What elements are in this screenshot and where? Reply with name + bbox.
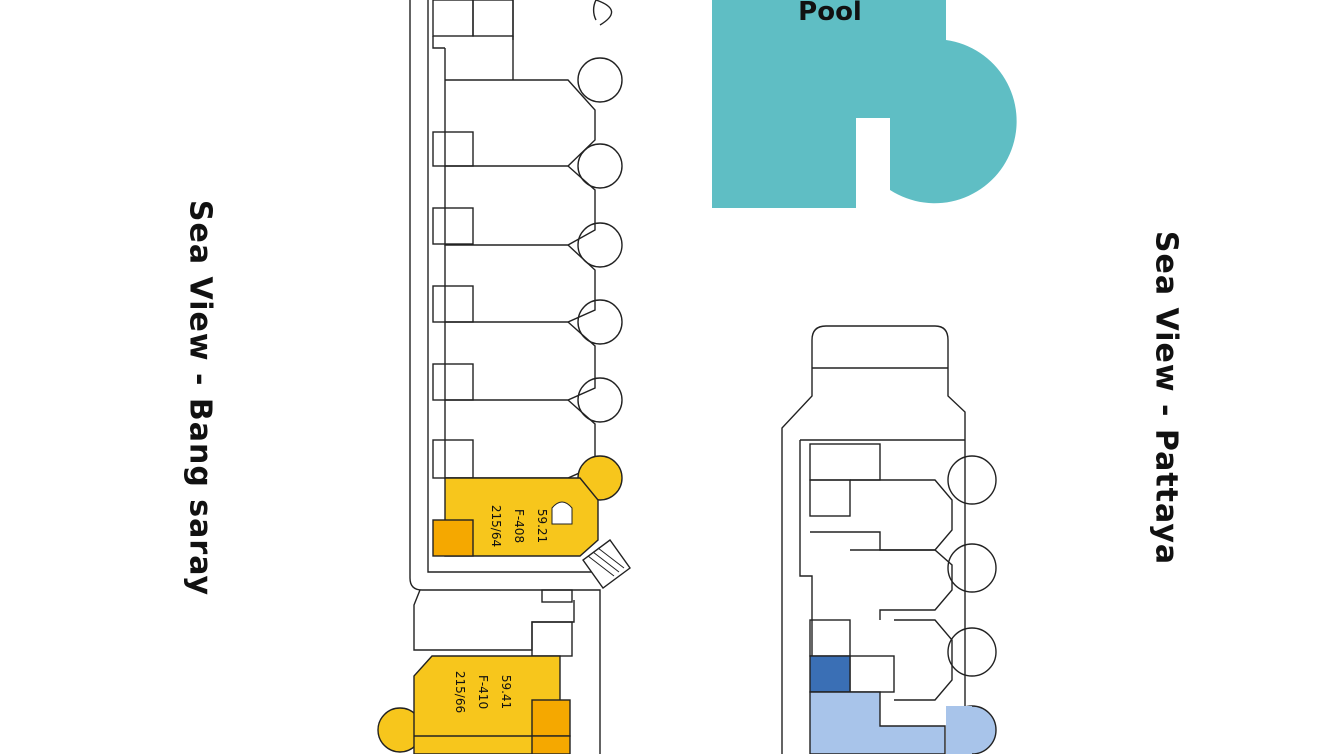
right-building-outline xyxy=(781,325,966,754)
room-cell xyxy=(849,655,895,693)
right-unit-highlight xyxy=(809,655,997,754)
room-cell xyxy=(809,619,851,657)
room-cell xyxy=(531,621,573,657)
balcony xyxy=(947,627,997,677)
room-cell xyxy=(432,439,474,479)
unit-f410-room[interactable] xyxy=(531,699,571,737)
sea-view-pattaya-label: Sea View - Pattaya xyxy=(1148,230,1184,566)
stair-icon xyxy=(582,539,631,589)
left-building-inner-wall xyxy=(427,0,596,573)
unit-outline xyxy=(444,244,596,323)
balcony xyxy=(577,377,623,423)
sea-view-bang-saray-label: Sea View - Bang saray xyxy=(182,199,218,597)
unit-outline xyxy=(850,479,953,551)
unit-outline xyxy=(444,48,596,167)
unit-f410-body[interactable] xyxy=(413,655,561,754)
room-cell xyxy=(541,589,573,603)
room-cell xyxy=(432,285,474,323)
balcony xyxy=(592,0,597,21)
room-cell xyxy=(432,363,474,401)
unit-code-label: F-408 xyxy=(512,509,526,543)
room-cell xyxy=(432,207,474,245)
unit-outline xyxy=(444,165,596,246)
balcony xyxy=(947,455,997,505)
lower-building-outline xyxy=(413,589,575,651)
unit-f410-room[interactable] xyxy=(531,735,571,754)
right-unit-body xyxy=(809,691,946,754)
unit-outline xyxy=(894,619,953,701)
pool-shape xyxy=(712,0,1017,208)
unit-area-label: 59.21 xyxy=(535,509,549,543)
unit-code-label: F-410 xyxy=(476,675,490,709)
unit-cell xyxy=(472,0,514,37)
room-cell xyxy=(809,479,851,517)
room-cell xyxy=(432,131,474,167)
unit-number-label: 215/64 xyxy=(489,505,503,547)
unit-number-label: 215/66 xyxy=(453,671,467,713)
unit-area-label: 59.41 xyxy=(499,675,513,709)
unit-f410-shape[interactable] xyxy=(377,655,571,754)
unit-cell xyxy=(432,0,514,49)
unit-outline xyxy=(810,531,953,620)
balcony xyxy=(947,543,997,593)
unit-outline xyxy=(444,399,596,479)
unit-f408-room[interactable] xyxy=(432,519,474,557)
bathtub-icon xyxy=(551,501,573,525)
balcony xyxy=(577,299,623,345)
balcony xyxy=(577,222,623,268)
balcony xyxy=(577,143,623,189)
left-building-outline xyxy=(409,0,601,754)
unit-cell xyxy=(432,0,474,37)
balcony xyxy=(577,57,623,103)
pool-label: Pool xyxy=(798,0,862,27)
right-unit-room xyxy=(809,655,851,693)
unit-outline xyxy=(444,321,596,401)
balcony xyxy=(595,0,613,26)
unit-f408-shape[interactable] xyxy=(432,455,631,589)
room-cell xyxy=(809,443,881,481)
